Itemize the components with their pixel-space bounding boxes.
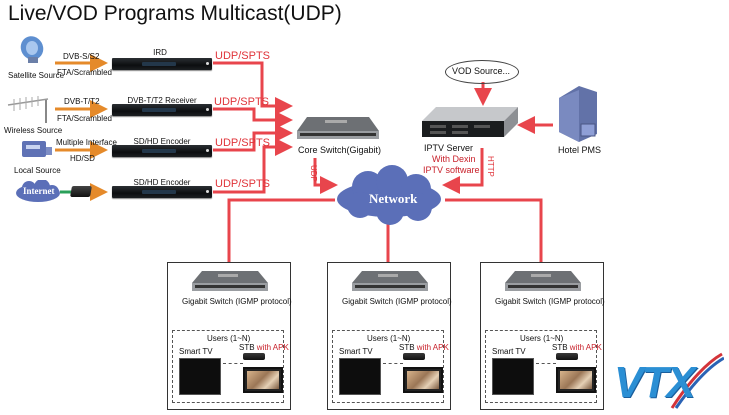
stb-icon (403, 353, 425, 360)
users-area: Users (1~N) Smart TV STB with APK (172, 330, 289, 403)
vod-source-bubble (445, 60, 519, 84)
logo-text: VTX (614, 358, 696, 407)
vtx-logo: VTX (612, 350, 725, 410)
network-label: Network (369, 191, 418, 206)
gigabit-switch-icon (192, 271, 268, 293)
gigabit-switch-label: Gigabit Switch (IGMP protocol) (182, 297, 292, 306)
link-network-group1 (227, 198, 335, 270)
stb-text: STB (399, 343, 415, 352)
local-source-device-icon (20, 139, 54, 161)
output-label-encoder-2: UDP/SPTS (215, 178, 271, 190)
link-network-group3 (445, 198, 543, 270)
smart-tv-label: Smart TV (492, 347, 526, 356)
tv-stb-link (536, 363, 556, 364)
antenna-icon (6, 95, 50, 123)
output-label-ird: UDP/SPTS (215, 50, 271, 62)
stb-icon (243, 353, 265, 360)
network-cloud-icon: Network (330, 165, 448, 225)
satellite-dish-icon (18, 35, 48, 65)
link-receiver-core (213, 107, 293, 129)
access-group-3: Gigabit Switch (IGMP protocol) Users (1~… (480, 262, 605, 410)
access-group-1: Gigabit Switch (IGMP protocol) Users (1~… (167, 262, 292, 410)
hotel-pms-label: Hotel PMS (558, 145, 602, 155)
source-label-wireless: Wireless Source (4, 126, 63, 135)
signal-top-wireless: DVB-T/T2 (64, 97, 100, 106)
link-core-network (313, 158, 338, 194)
monitor-icon (556, 367, 596, 393)
stb-suffix: with APK (256, 343, 289, 352)
signal-bottom-satellite: FTA/Scrambled (57, 68, 112, 77)
internet-cloud-icon: Internet (14, 179, 62, 204)
device-label-encoder-2: SD/HD Encoder (133, 178, 191, 187)
source-label-local: Local Source (14, 166, 61, 175)
dvb-receiver-device (112, 104, 212, 116)
gigabit-switch-label: Gigabit Switch (IGMP protocol) (342, 297, 452, 306)
stb-suffix: with APK (416, 343, 449, 352)
users-label: Users (1~N) (367, 334, 411, 343)
tv-stb-link (223, 363, 243, 364)
smart-tv-label: Smart TV (339, 347, 373, 356)
signal-bottom-local: HD/SD (70, 154, 95, 163)
signal-top-satellite: DVB-S/S2 (63, 52, 100, 61)
iptv-server-link-label: HTTP (486, 156, 495, 177)
signal-top-local: Multiple Interface (56, 138, 117, 147)
smart-tv-icon (179, 358, 221, 395)
iptv-server-icon (422, 107, 518, 139)
page-title: Live/VOD Programs Multicast(UDP) (8, 2, 342, 25)
access-group-2: Gigabit Switch (IGMP protocol) Users (1~… (327, 262, 452, 410)
core-switch-label: Core Switch(Gigabit) (298, 145, 382, 155)
link-server-network (442, 148, 484, 194)
core-switch-link-label: UDP (309, 165, 318, 182)
output-label-receiver: UDP/SPTS (214, 96, 270, 108)
gigabit-switch-icon (505, 271, 581, 293)
monitor-icon (243, 367, 283, 393)
link-encoder2-core (213, 138, 293, 194)
users-area: Users (1~N) Smart TV STB with APK (485, 330, 602, 403)
users-label: Users (1~N) (520, 334, 564, 343)
ird-device (112, 58, 212, 70)
device-label-encoder-1: SD/HD Encoder (133, 137, 191, 146)
link-encoder1-core (213, 124, 293, 152)
stb-label: STB with APK (239, 343, 289, 352)
iptv-server-sub-1: With Dexin (432, 154, 476, 164)
internet-label: Internet (23, 186, 55, 196)
smart-tv-icon (339, 358, 381, 395)
link-ird-core (213, 61, 293, 115)
signal-bottom-wireless: FTA/Scrambled (57, 114, 112, 123)
smart-tv-icon (492, 358, 534, 395)
users-label: Users (1~N) (207, 334, 251, 343)
vod-source-label: VOD Source... (451, 66, 511, 76)
hotel-pms-server-icon (557, 84, 601, 142)
device-label-ird: IRD (153, 48, 167, 57)
vtx-logo-mark (670, 352, 725, 409)
stb-suffix: with APK (569, 343, 602, 352)
stb-label: STB with APK (552, 343, 602, 352)
stb-text: STB (552, 343, 568, 352)
stb-label: STB with APK (399, 343, 449, 352)
users-area: Users (1~N) Smart TV STB with APK (332, 330, 449, 403)
iptv-server-sub-2: IPTV software (423, 165, 480, 175)
output-label-encoder-1: UDP/SPTS (215, 137, 271, 149)
gigabit-switch-icon (352, 271, 428, 293)
device-label-receiver: DVB-T/T2 Receiver (127, 96, 197, 105)
iptv-server-label: IPTV Server (424, 143, 474, 153)
encoder-device-1 (112, 145, 212, 157)
stb-icon (556, 353, 578, 360)
encoder-device-2 (112, 186, 212, 198)
stb-text: STB (239, 343, 255, 352)
tv-stb-link (383, 363, 403, 364)
gigabit-switch-label: Gigabit Switch (IGMP protocol) (495, 297, 605, 306)
internet-gateway-icon (70, 186, 92, 197)
monitor-icon (403, 367, 443, 393)
smart-tv-label: Smart TV (179, 347, 213, 356)
core-switch-icon (297, 117, 379, 141)
source-label-satellite: Satellite Source (8, 71, 65, 80)
